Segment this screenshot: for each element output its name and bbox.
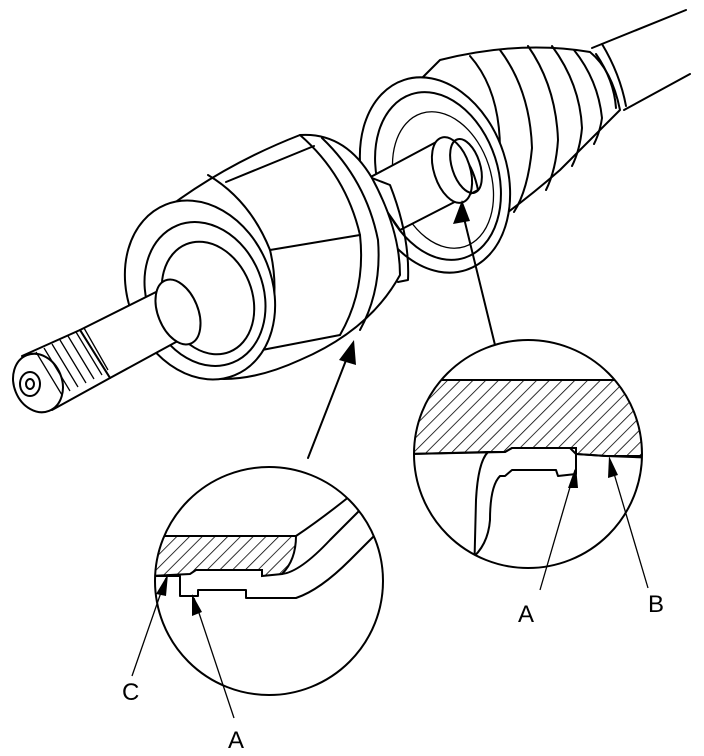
leader-arrow-right xyxy=(453,200,496,346)
label-a-right: A xyxy=(518,601,534,628)
label-c-left: C xyxy=(122,679,139,706)
label-a-left: A xyxy=(228,727,244,754)
stub-shaft xyxy=(12,278,202,414)
joint-housing xyxy=(123,133,410,381)
detail-circle-right xyxy=(413,339,649,591)
leader-arrow-left xyxy=(307,340,356,459)
axle-shaft xyxy=(591,9,691,111)
label-b-right: B xyxy=(648,591,664,618)
detail-circle-left xyxy=(131,466,384,719)
